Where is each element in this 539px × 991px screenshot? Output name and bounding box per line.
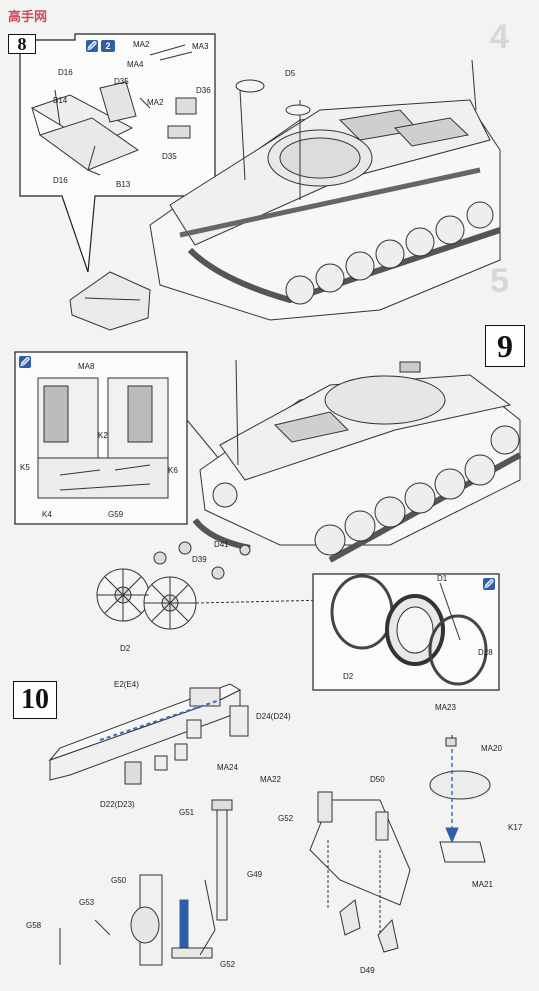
step9-detail-parts <box>37 377 169 499</box>
part-label-k5: K5 <box>20 463 30 472</box>
part-label-ma24: MA24 <box>217 763 238 772</box>
ghost-step-4: 4 <box>490 18 509 56</box>
part-label-g51: G51 <box>179 808 195 817</box>
part-label-d2: D2 <box>120 644 131 653</box>
part-label-g52: G52 <box>278 814 294 823</box>
part-label-g49: G49 <box>247 870 263 879</box>
part-label-d22-d23: D22(D23) <box>100 800 135 809</box>
part-label-ma20: MA20 <box>481 744 502 753</box>
step8-lower-plate <box>69 271 151 331</box>
part-label-ma2: MA2 <box>133 40 150 49</box>
part-label-d35-lower: D35 <box>162 152 177 161</box>
part-label-ma23: MA23 <box>435 703 456 712</box>
step-8-number: 8 <box>8 34 36 54</box>
part-label-d16: D16 <box>58 68 73 77</box>
part-label-d2-callout: D2 <box>343 672 354 681</box>
part-label-d35: D35 <box>114 77 129 86</box>
part-label-d41: D41 <box>214 540 229 549</box>
step9-hull <box>192 359 522 563</box>
part-label-e2-e4: E2(E4) <box>114 680 139 689</box>
part-label-g52-lower: G52 <box>220 960 236 969</box>
part-label-ma22: MA22 <box>260 775 281 784</box>
glue-icon: 🖉 <box>86 40 98 52</box>
part-label-d16-lower: D16 <box>53 176 68 185</box>
part-label-d50: D50 <box>370 775 385 784</box>
part-label-d1: D1 <box>437 574 448 583</box>
idler-callout-parts <box>330 574 488 686</box>
part-label-g50: G50 <box>111 876 127 885</box>
glue-icon: 🖉 <box>483 578 495 590</box>
site-logo: 高手网 <box>8 10 48 25</box>
part-label-d24: D24(D24) <box>256 712 291 721</box>
part-label-d5: D5 <box>285 69 296 78</box>
step8-hull <box>149 59 501 321</box>
part-label-d49: D49 <box>360 966 375 975</box>
part-label-ma4: MA4 <box>127 60 144 69</box>
part-label-k6: K6 <box>168 466 178 475</box>
part-label-d28: D28 <box>478 648 493 657</box>
part-label-ma3: MA3 <box>192 42 209 51</box>
glue-icon: 🖉 <box>19 356 31 368</box>
step10-lower-parts <box>59 735 491 966</box>
part-label-b13: B13 <box>116 180 131 189</box>
step-10-number: 10 <box>13 681 57 719</box>
part-label-k17: K17 <box>508 823 523 832</box>
part-label-k4: K4 <box>42 510 52 519</box>
ghost-step-5: 5 <box>490 262 509 300</box>
part-label-ma2-lower: MA2 <box>147 98 164 107</box>
part-label-g53: G53 <box>79 898 95 907</box>
part-label-k2: K2 <box>98 431 108 440</box>
part-label-ma21: MA21 <box>472 880 493 889</box>
part-label-g59: G59 <box>108 510 124 519</box>
step9-idler-parts <box>96 541 331 630</box>
part-label-d36: D36 <box>196 86 211 95</box>
step8-detail-parts <box>30 44 197 176</box>
step-9-number: 9 <box>485 325 525 367</box>
quantity-icon: 2 <box>101 40 115 52</box>
step10-beam <box>48 683 249 785</box>
part-label-d39: D39 <box>192 555 207 564</box>
part-label-g58: G58 <box>26 921 42 930</box>
part-label-ma8: MA8 <box>78 362 95 371</box>
part-label-b14: B14 <box>53 96 68 105</box>
